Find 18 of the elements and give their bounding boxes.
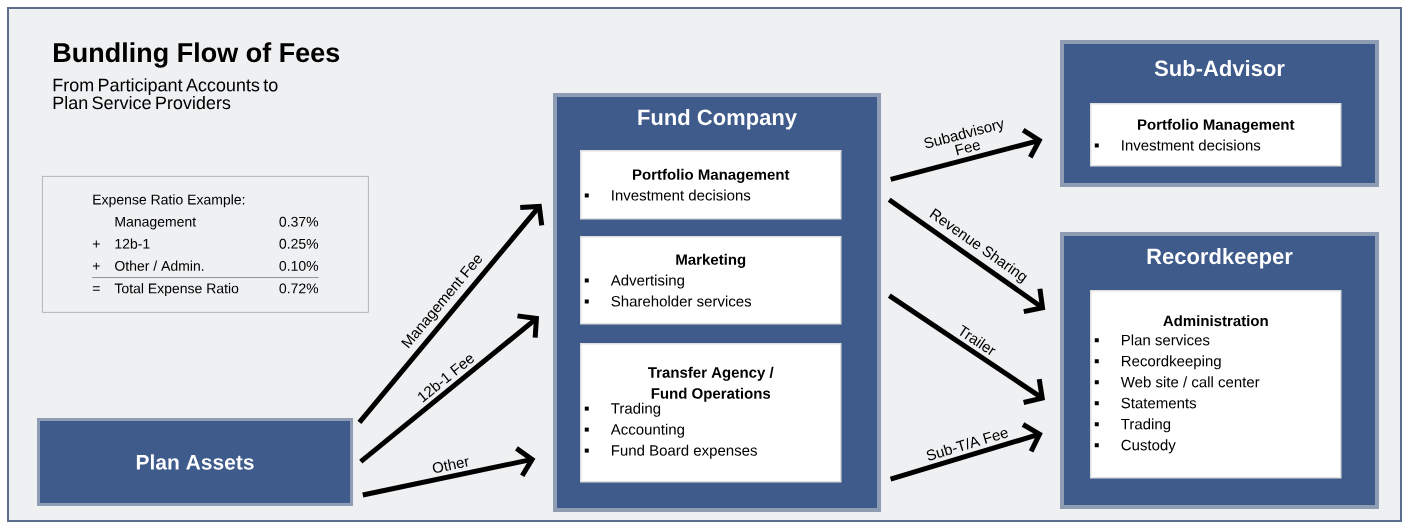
arrow <box>887 293 1046 405</box>
function-box: Transfer Agency / Fund Operations Trading Accounting Fund Board expenses <box>580 343 842 483</box>
arrow <box>362 446 536 498</box>
arrow <box>359 313 540 464</box>
arrow <box>887 197 1046 315</box>
arrow <box>889 422 1043 482</box>
function-box: Marketing Advertising Shareholder services <box>580 236 842 325</box>
edge-label: Sub-T/A Fee <box>926 429 1009 461</box>
function-box: Administration Plan services Recordkeeping Web site / call center Statements Trading Custody <box>1090 290 1342 479</box>
arrow <box>357 203 545 424</box>
edge-label: Other <box>432 458 469 473</box>
function-box: Portfolio Management Investment decisions <box>1090 103 1342 167</box>
subtitle: From Participant Accounts to Plan Service Providers <box>53 78 278 110</box>
function-box: Portfolio Management Investment decisions <box>580 150 842 220</box>
arrow <box>890 128 1043 182</box>
expense-table: Expense Ratio Example: Management 0.37% + 12b-1 0.25% + Other / Admin. 0.10% = Total Expense Ratio 0.72% <box>42 176 369 313</box>
entity-box: Plan Assets <box>37 418 353 506</box>
title: Bundling Flow of Fees <box>54 42 340 68</box>
